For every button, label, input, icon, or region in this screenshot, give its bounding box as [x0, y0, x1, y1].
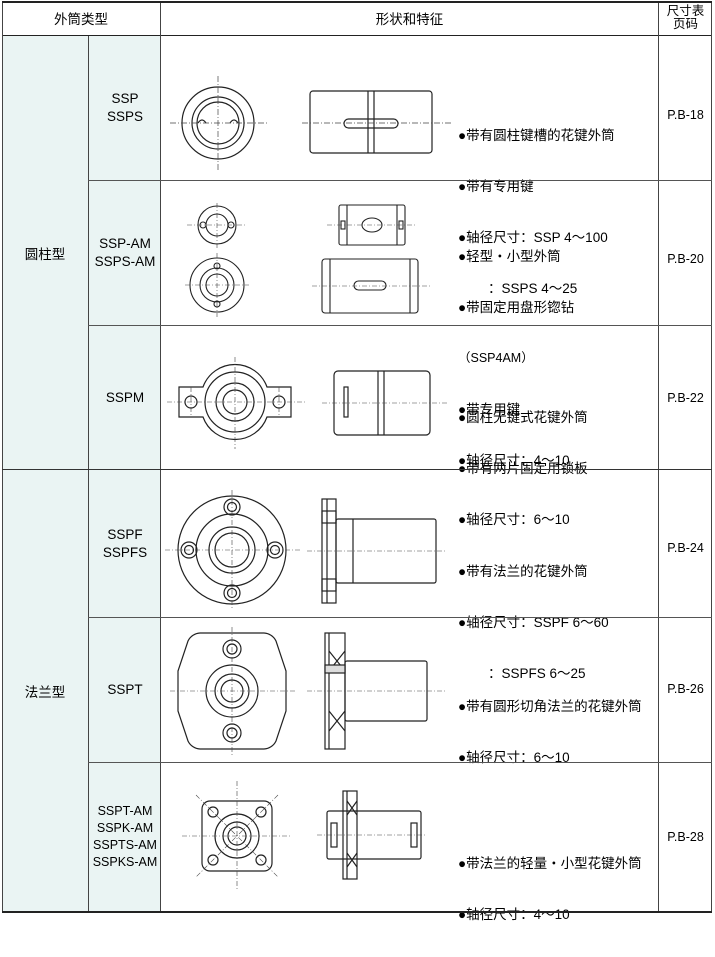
- model-name: SSPFS: [102, 544, 148, 560]
- group-cylinder: 圆柱型: [2, 36, 88, 469]
- ssp-am-side-view-top: [327, 204, 417, 246]
- sspt-side-view-drawing: [307, 632, 447, 750]
- divider: [160, 1, 161, 913]
- feature-line: ●轴径尺寸：6～10: [458, 512, 570, 527]
- model-name: SSPM: [105, 389, 145, 405]
- model-name: SSPS-AM: [94, 254, 156, 269]
- feature-line: ●轴径尺寸：SSP 4～100: [458, 230, 608, 245]
- feature-line: ●带有专用键: [458, 179, 534, 194]
- divider: [2, 469, 712, 470]
- features-list: ●轻型・小型外筒 ●带固定用盘形锪钻 （SSP4AM） ●带专用键 ●轴径尺寸：…: [458, 214, 574, 503]
- feature-line: ●带固定用盘形锪钻: [458, 300, 575, 315]
- ssp-am-side-view-bottom: [312, 258, 432, 314]
- sspf-side-view-drawing: [307, 498, 447, 604]
- model-cell: SSPM: [89, 326, 161, 469]
- model-name: SSPKS-AM: [92, 855, 158, 869]
- feature-line: ：SSPS 4～25: [458, 281, 578, 296]
- feature-line: ●带有圆形切角法兰的花键外筒: [458, 699, 642, 714]
- page-ref: P.B-20: [667, 251, 704, 266]
- model-name: SSPK-AM: [96, 821, 154, 835]
- sspm-side-view-drawing: [322, 370, 447, 436]
- divider: [88, 36, 89, 913]
- sspt-am-front-view-drawing: [182, 781, 292, 891]
- divider: [88, 762, 712, 763]
- ssp-am-front-view-top: [187, 203, 247, 248]
- divider: [88, 180, 712, 181]
- features-list: ●带有圆形切角法兰的花键外筒 ●轴径尺寸：6～10: [458, 664, 642, 800]
- model-name: SSPT: [107, 682, 143, 697]
- feature-line: ●轻型・小型外筒: [458, 249, 561, 264]
- feature-line: ●轴径尺寸：SSPF 6～60: [458, 615, 609, 630]
- features-list: ●带有法兰的花键外筒 ●轴径尺寸：SSPF 6～60 ：SSPFS 6～25: [458, 529, 609, 716]
- model-name: SSPT-AM: [97, 804, 153, 818]
- ssp-front-view-drawing: [170, 76, 268, 171]
- header-page: 尺寸表 页码: [659, 1, 712, 36]
- sspt-am-side-view-drawing: [317, 790, 427, 880]
- header-shape: 形状和特征: [161, 1, 658, 36]
- feature-line: ●轴径尺寸：6～10: [458, 750, 570, 765]
- divider: [2, 1, 3, 913]
- divider: [88, 325, 712, 326]
- group-flange: 法兰型: [2, 470, 88, 911]
- model-cell: SSP SSPS: [89, 36, 161, 180]
- divider: [711, 1, 712, 913]
- features-list: ●带有圆柱键槽的花键外筒 ●带有专用键 ●轴径尺寸：SSP 4～100 ：SSP…: [458, 93, 615, 331]
- feature-line: （SSP4AM）: [458, 351, 534, 365]
- divider: [88, 617, 712, 618]
- group-label: 圆柱型: [24, 246, 66, 262]
- model-cell: SSPT: [89, 618, 161, 762]
- page-ref: P.B-18: [667, 107, 704, 122]
- page-ref: P.B-26: [667, 682, 704, 696]
- divider: [658, 1, 659, 913]
- header-type: 外筒类型: [2, 1, 160, 36]
- feature-line: ●带有两片固定用锁板: [458, 461, 588, 476]
- model-name: SSP-AM: [99, 236, 151, 251]
- feature-line: ●带专用键: [458, 402, 521, 417]
- sspm-front-view-drawing: [167, 357, 305, 449]
- product-table: 外筒类型 形状和特征 尺寸表 页码 圆柱型 法兰型 SSP SSPS SSP-A…: [2, 1, 712, 922]
- model-name: SSP: [111, 91, 139, 106]
- header-page-line1: 尺寸表: [666, 4, 705, 18]
- feature-line: ：SSPFS 6～25: [458, 666, 586, 681]
- model-cell: SSP-AM SSPS-AM: [89, 181, 161, 325]
- feature-line: ●圆柱无键式花键外筒: [458, 410, 588, 425]
- ssp-side-view-drawing: [302, 90, 452, 154]
- model-cell: SSPT-AM SSPK-AM SSPTS-AM SSPKS-AM: [89, 763, 161, 911]
- feature-line: ●轴径尺寸：4～10: [458, 907, 570, 922]
- model-cell: SSPF SSPFS: [89, 470, 161, 617]
- model-name: SSPF: [107, 526, 143, 542]
- features-list: ●圆柱无键式花键外筒 ●带有两片固定用锁板 ●轴径尺寸：6～10: [458, 375, 588, 562]
- divider: [2, 1, 712, 3]
- sspt-front-view-drawing: [170, 627, 295, 755]
- divider: [2, 911, 712, 913]
- header-page-line2: 页码: [672, 17, 698, 31]
- model-name: SSPTS-AM: [93, 838, 157, 852]
- feature-line: ●带有圆柱键槽的花键外筒: [458, 128, 615, 143]
- features-list: ●带法兰的轻量・小型花键外筒 ●轴径尺寸：4～10: [458, 821, 642, 957]
- sspf-front-view-drawing: [165, 490, 300, 610]
- feature-line: ●带法兰的轻量・小型花键外筒: [458, 856, 642, 871]
- group-label: 法兰型: [24, 684, 66, 700]
- page-ref: P.B-28: [667, 830, 704, 844]
- feature-line: ●轴径尺寸：4～10: [458, 453, 570, 468]
- ssp-am-front-view-bottom: [185, 253, 249, 317]
- page-ref: P.B-24: [667, 540, 704, 555]
- model-name: SSPS: [106, 109, 144, 124]
- page-ref: P.B-22: [667, 391, 704, 405]
- feature-line: ●带有法兰的花键外筒: [458, 564, 588, 579]
